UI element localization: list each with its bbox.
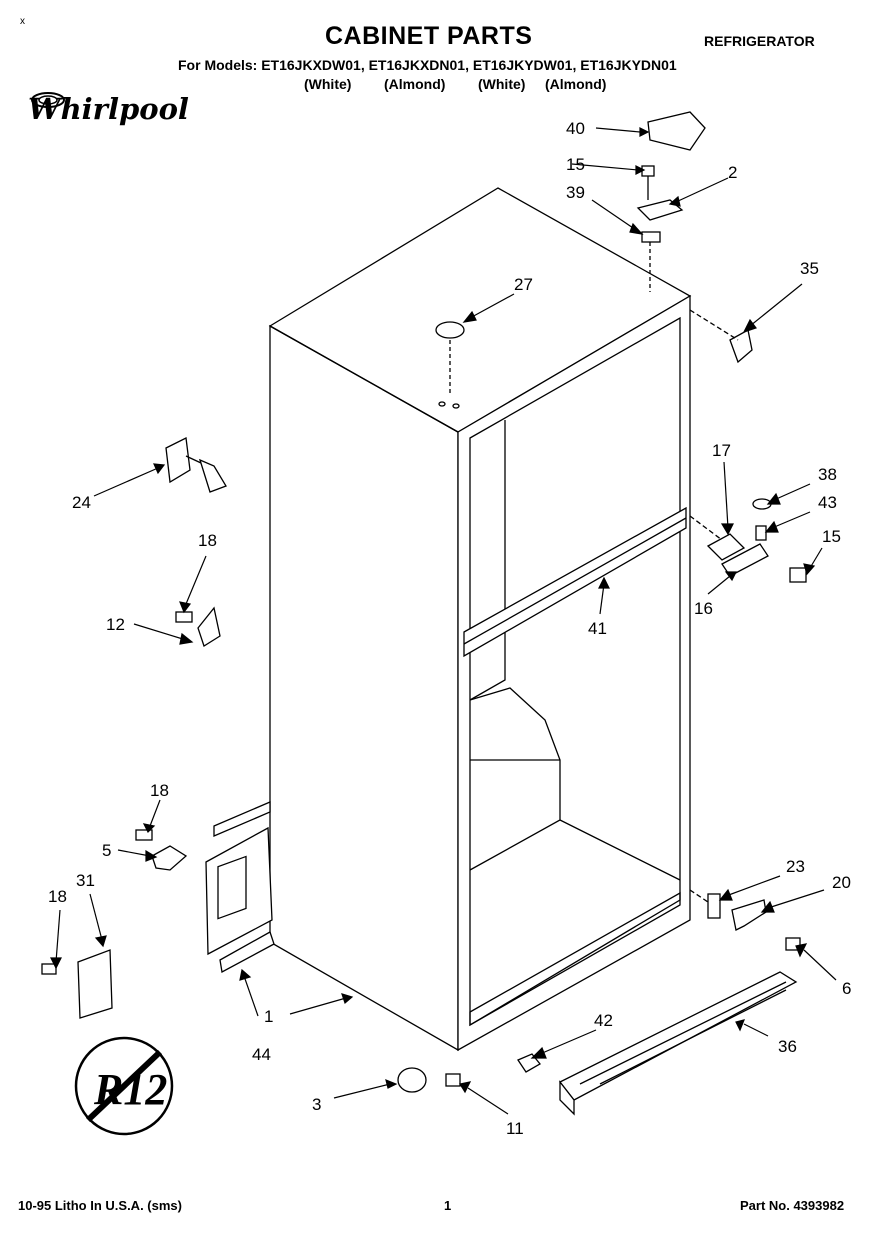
appliance-category: REFRIGERATOR [704, 33, 815, 49]
divider-rail-41 [463, 506, 687, 658]
part-12-bracket [175, 606, 221, 647]
callout-42: 42 [594, 1011, 613, 1030]
r12-badge-icon [74, 1036, 174, 1136]
part-35-clip [729, 328, 753, 364]
model-list: For Models: ET16JKXDW01, ET16JKXDN01, ET… [178, 57, 677, 73]
cabinet-body [268, 187, 692, 1052]
callout-18-middle: 18 [150, 781, 169, 800]
callout-15-mid: 15 [822, 527, 841, 546]
page-number: 1 [444, 1198, 452, 1213]
callout-18-upper: 18 [198, 531, 217, 550]
lower-hinge-assembly [689, 889, 801, 951]
callout-18-lower: 18 [48, 887, 67, 906]
part-5-bracket [151, 845, 188, 871]
part-40-hinge-cover [647, 111, 706, 151]
callout-15-top: 15 [566, 155, 585, 174]
part-3-roller [397, 1067, 461, 1093]
part-27-plug [435, 321, 465, 409]
callout-3: 3 [312, 1095, 321, 1114]
corner-mark: x [20, 16, 25, 27]
callout-43: 43 [818, 493, 837, 512]
part-number: Part No. 4393982 [740, 1198, 845, 1213]
print-info: 10-95 Litho In U.S.A. (sms) [18, 1198, 182, 1213]
callout-1: 1 [264, 1007, 273, 1026]
callout-39: 39 [566, 183, 585, 202]
callout-31: 31 [76, 871, 95, 890]
callout-36: 36 [778, 1037, 797, 1056]
callout-38: 38 [818, 465, 837, 484]
callout-5: 5 [102, 841, 111, 860]
callout-20: 20 [832, 873, 851, 892]
part-24-door-stop [165, 437, 227, 493]
callout-16: 16 [694, 599, 713, 618]
callout-12: 12 [106, 615, 125, 634]
callout-35: 35 [800, 259, 819, 278]
callout-44: 44 [252, 1045, 271, 1064]
part-36-toe-grille [559, 971, 798, 1116]
center-hinge-assembly [689, 498, 807, 583]
part-31-cover [77, 949, 113, 1019]
part-44-side-rail [205, 801, 275, 974]
color-white-1: (White) [304, 76, 352, 92]
callout-40: 40 [566, 119, 585, 138]
whirlpool-logo-swirl-icon [31, 92, 65, 108]
callout-2: 2 [728, 163, 737, 182]
top-hinge-assembly [636, 165, 684, 292]
color-white-2: (White) [478, 76, 526, 92]
whirlpool-logo: Whirlpool [28, 92, 189, 126]
callout-23: 23 [786, 857, 805, 876]
color-almond-2: (Almond) [545, 76, 607, 92]
callout-27: 27 [514, 275, 533, 294]
color-almond-1: (Almond) [384, 76, 446, 92]
callout-6: 6 [842, 979, 851, 998]
callout-11: 11 [506, 1119, 524, 1138]
callout-24: 24 [72, 493, 91, 512]
callout-17: 17 [712, 441, 731, 460]
r12-badge-text: R12 [93, 1065, 167, 1114]
page-title: CABINET PARTS [325, 22, 533, 50]
callout-41: 41 [588, 619, 607, 638]
